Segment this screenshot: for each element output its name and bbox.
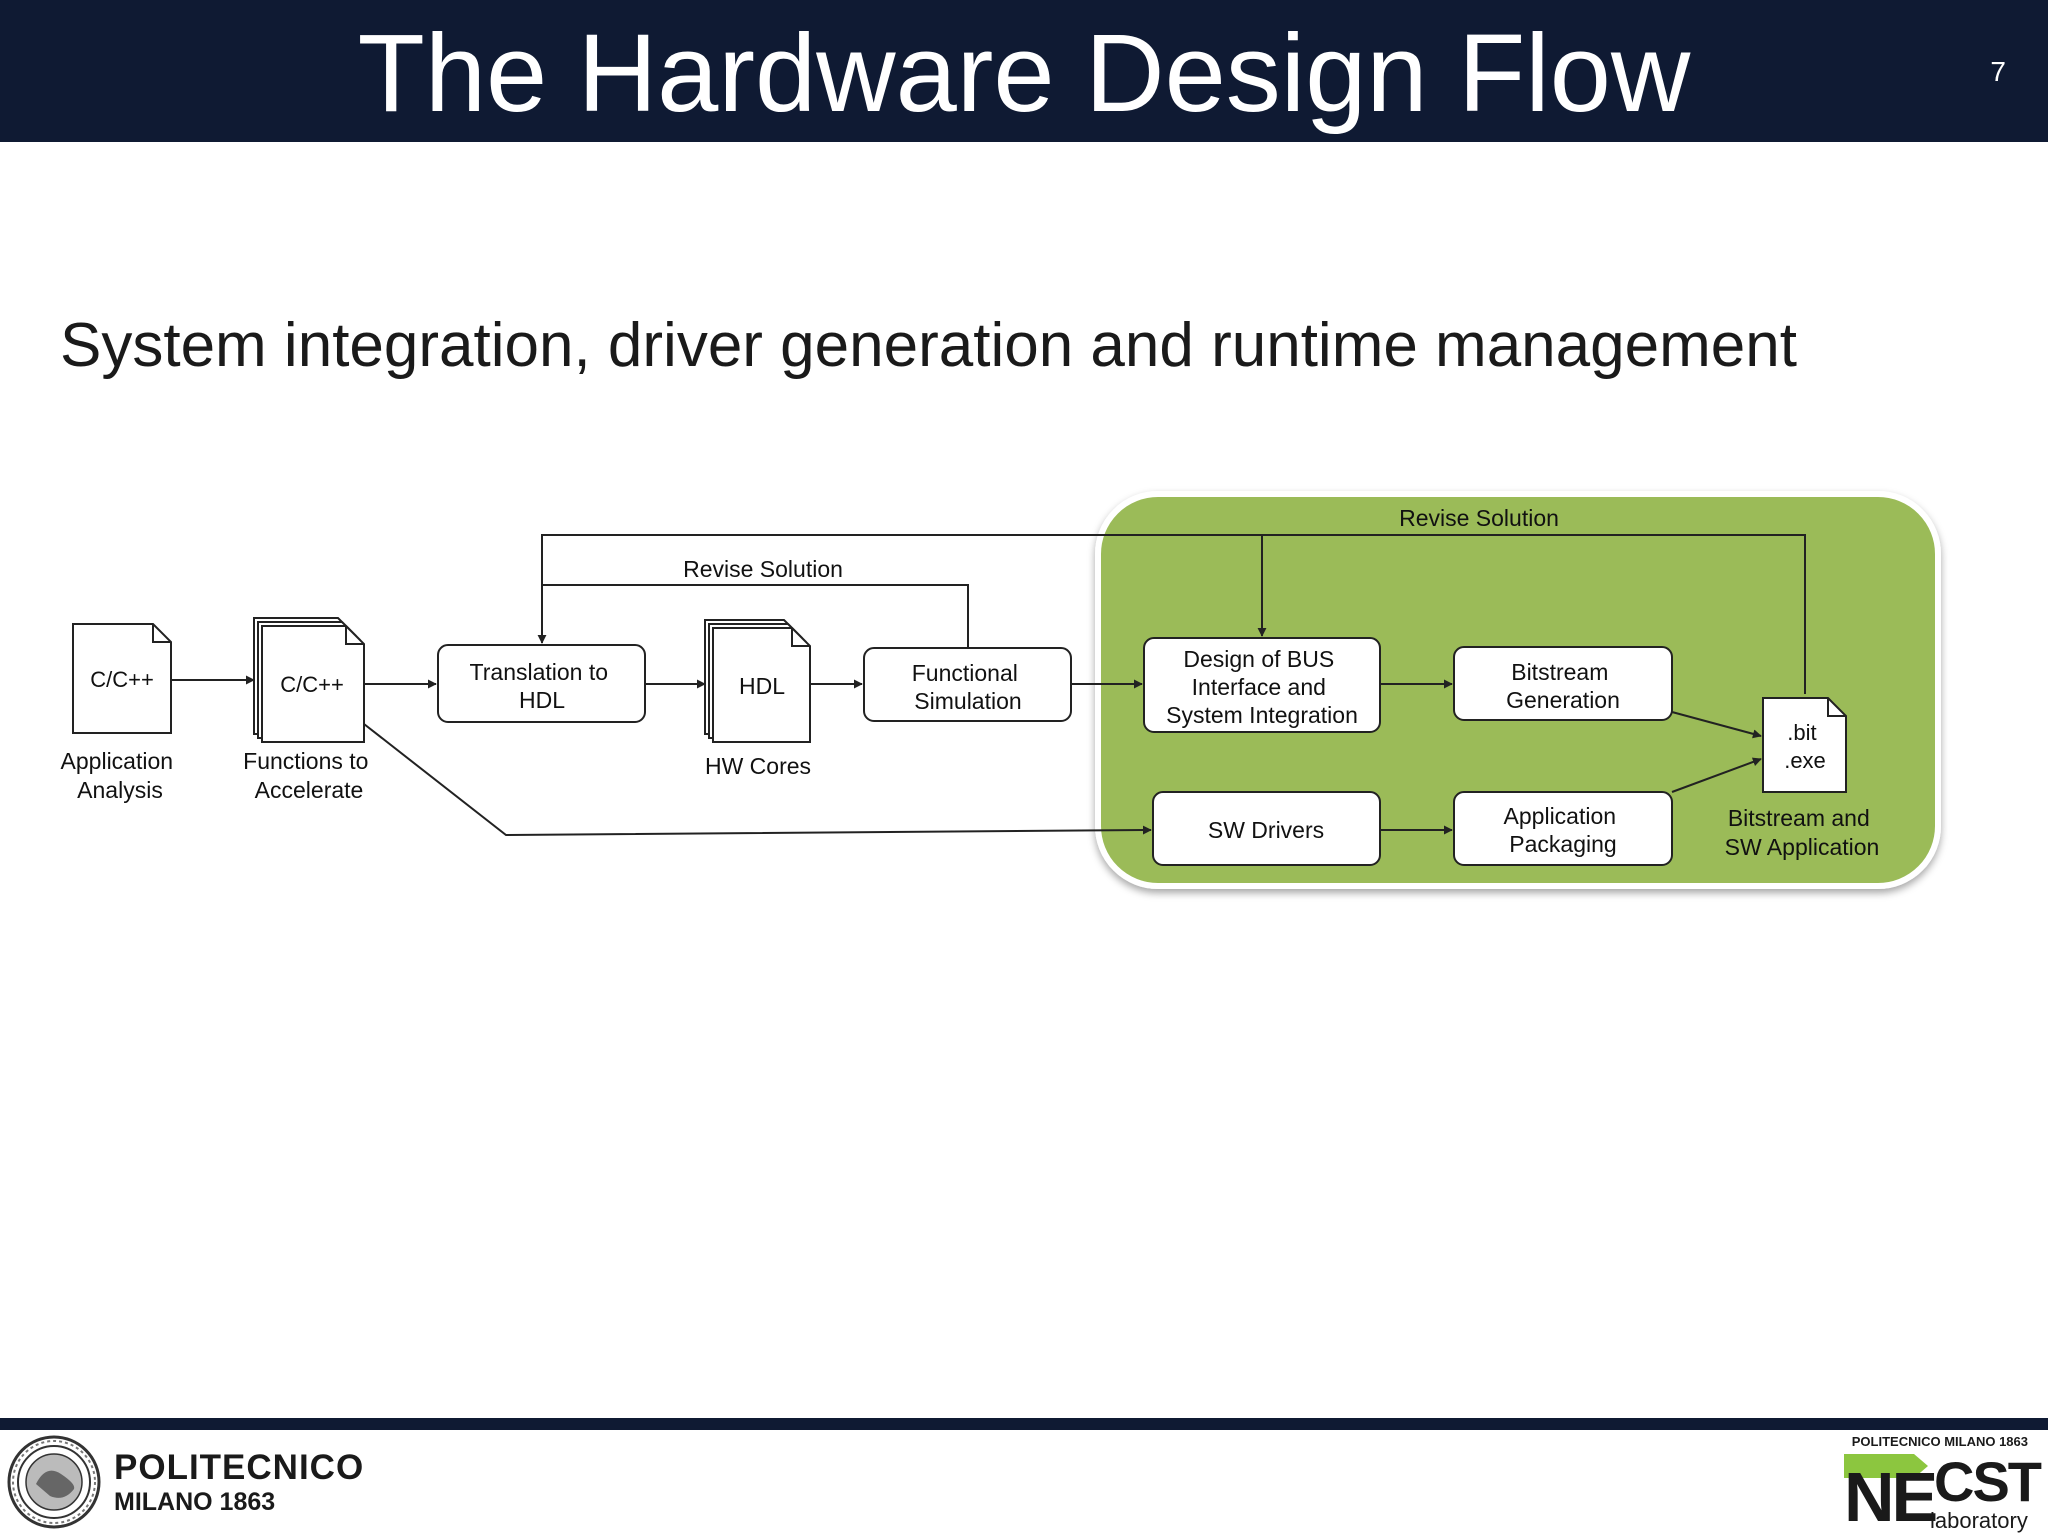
hdl-documents: HDL xyxy=(704,619,811,743)
functions-to-accelerate-caption: Functions to Accelerate xyxy=(243,748,375,803)
arrow-functions-to-drivers xyxy=(363,723,1152,837)
bit-exe-document: .bit .exe xyxy=(1762,697,1847,793)
polimi-subtitle: MILANO 1863 xyxy=(114,1488,276,1516)
functional-simulation-line-1: Functional xyxy=(912,660,1018,686)
footer-bar xyxy=(0,1418,2048,1430)
cpp-source-document: C/C++ xyxy=(72,623,172,734)
hw-cores-caption: HW Cores xyxy=(705,753,811,779)
bitstream-sw-application-caption: Bitstream and SW Application xyxy=(1725,805,1880,860)
sw-drivers-label: SW Drivers xyxy=(1208,817,1324,843)
application-packaging-line-1: Application xyxy=(1504,803,1617,829)
necst-logo-ne: NE xyxy=(1844,1458,1938,1536)
inner-revise-solution-label: Revise Solution xyxy=(683,556,843,582)
svg-text:Bitstream Generation: Bitstream Generation xyxy=(1506,659,1620,713)
bus-design-line-3: System Integration xyxy=(1166,702,1358,728)
design-flow-diagram: C/C++ C/C++ Translation to HDL HDL Funct… xyxy=(61,491,1941,889)
slide-title: The Hardware Design Flow xyxy=(357,12,1691,135)
title-bar xyxy=(0,0,2048,142)
svg-text:.bit .exe: .bit .exe xyxy=(1784,720,1826,773)
outer-revise-solution-label: Revise Solution xyxy=(1399,505,1559,531)
inner-revise-loop xyxy=(537,584,969,648)
bus-design-box: Design of BUS Interface and System Integ… xyxy=(1143,637,1381,733)
slide-subtitle: System integration, driver generation an… xyxy=(60,311,1797,380)
polimi-seal-icon xyxy=(7,1435,101,1529)
hdl-label: HDL xyxy=(739,673,785,699)
svg-text:Functional Simulation: Functional Simulation xyxy=(912,660,1025,714)
polimi-name: POLITECNICO xyxy=(114,1448,365,1487)
functional-simulation-box: Functional Simulation xyxy=(863,647,1072,722)
arrow-packaging-to-bit xyxy=(1671,757,1762,793)
translation-line-1: Translation to xyxy=(470,659,609,685)
bit-label: .bit xyxy=(1787,720,1816,745)
translation-to-hdl-box: Translation to HDL xyxy=(437,644,646,723)
svg-text:Application Packaging: Application Packaging xyxy=(1504,803,1623,857)
cpp-source-label: C/C++ xyxy=(90,667,154,692)
application-analysis-caption: Application Analysis xyxy=(61,748,180,803)
bus-design-line-1: Design of BUS xyxy=(1183,646,1334,672)
cpp-functions-documents: C/C++ xyxy=(253,617,365,743)
arrow-bitstream-to-bit xyxy=(1671,711,1762,739)
necst-logo-laboratory: laboratory xyxy=(1930,1508,2028,1533)
cpp-functions-label: C/C++ xyxy=(280,672,344,697)
necst-affiliation: POLITECNICO MILANO 1863 xyxy=(1851,1434,2028,1449)
bitstream-generation-line-1: Bitstream xyxy=(1511,659,1608,685)
sw-drivers-box: SW Drivers xyxy=(1152,791,1381,866)
necst-flag-icon xyxy=(1844,1454,1928,1478)
svg-text:Translation to HDL: Translation to HDL xyxy=(470,659,615,713)
bitstream-generation-line-2: Generation xyxy=(1506,687,1620,713)
application-packaging-box: Application Packaging xyxy=(1453,791,1673,866)
outer-revise-loop xyxy=(541,534,1806,694)
application-packaging-line-2: Packaging xyxy=(1509,831,1616,857)
bus-design-line-2: Interface and xyxy=(1192,674,1326,700)
necst-logo-cst: CST xyxy=(1934,1450,2042,1513)
bitstream-generation-box: Bitstream Generation xyxy=(1453,646,1673,721)
exe-label: .exe xyxy=(1784,748,1826,773)
functional-simulation-line-2: Simulation xyxy=(914,688,1021,714)
translation-line-2: HDL xyxy=(519,687,565,713)
svg-text:Design of BUS Interface: Design of BUS Interface and System Integ… xyxy=(1166,646,1358,728)
page-number: 7 xyxy=(1990,56,2006,87)
